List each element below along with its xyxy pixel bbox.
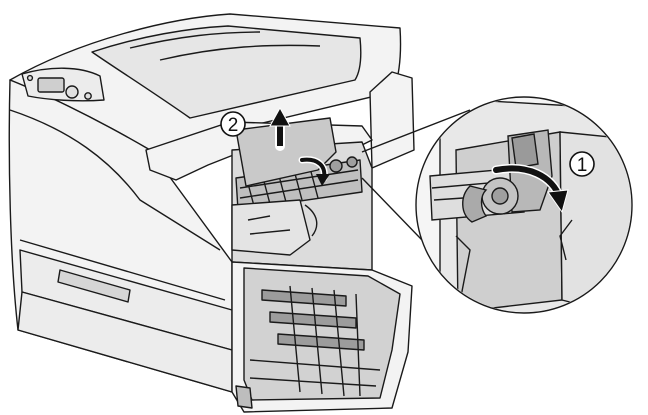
output-tray <box>91 25 362 119</box>
cassette-handle <box>57 269 131 303</box>
step-badge-1-circle <box>569 151 595 177</box>
door-hinge <box>235 385 253 409</box>
front-face-contour <box>9 109 226 301</box>
lcd-display-icon <box>37 77 65 93</box>
step-badge-1: 1 <box>569 151 595 177</box>
callout-wall-edge <box>455 219 573 312</box>
step-badge-2-label: 2 <box>228 115 239 136</box>
right-side-panel <box>369 71 415 169</box>
door-rollers-icon <box>261 289 365 351</box>
step-badge-2-circle <box>220 111 246 137</box>
output-tray-slot <box>129 31 321 61</box>
curved-arrow-icon <box>491 163 569 214</box>
power-button-icon <box>26 74 34 82</box>
step-badge-1-label: 1 <box>577 155 588 176</box>
printer-side-frame <box>145 71 415 271</box>
internal-guides <box>231 199 311 256</box>
printer-icon <box>8 13 402 393</box>
door-inner-tray <box>243 267 401 401</box>
step-badge-2: 2 <box>220 111 246 137</box>
door-ribs-icon <box>249 285 381 397</box>
up-arrow-icon <box>269 106 291 151</box>
jammed-paper-icon <box>235 117 337 187</box>
control-dial-icon <box>65 85 79 99</box>
fuser-curved-arrow-icon <box>298 156 330 186</box>
transfer-guide <box>247 204 318 237</box>
open-front-door <box>231 261 413 413</box>
control-button-icon <box>84 92 92 100</box>
callout-line-top <box>361 109 471 153</box>
fuser-unit-icon <box>235 156 363 211</box>
